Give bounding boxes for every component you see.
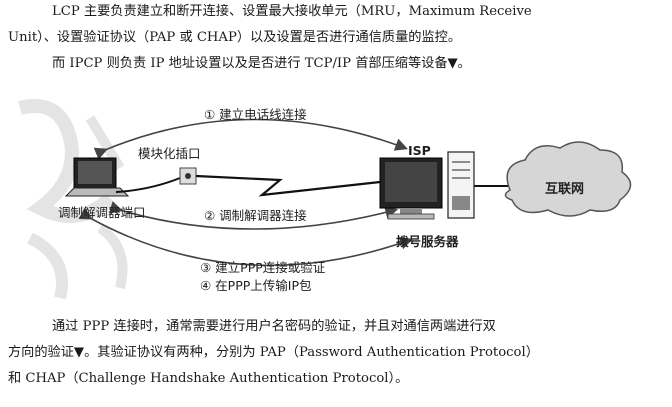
paragraph-lcp-line1: LCP 主要负责建立和断开连接、设置最大接收单元（MRU，Maximum Rec… bbox=[52, 4, 532, 19]
label-step1: ① 建立电话线连接 bbox=[204, 107, 307, 122]
arrow-step3-4 bbox=[78, 207, 414, 267]
label-step3: ③ 建立PPP连接或验证 bbox=[200, 260, 326, 275]
label-internet: 互联网 bbox=[545, 182, 585, 197]
isp-monitor bbox=[379, 157, 443, 220]
label-step4: ④ 在PPP上传输IP包 bbox=[200, 278, 312, 293]
label-step2: ② 调制解调器连接 bbox=[204, 208, 307, 223]
paragraph-auth-line1: 通过 PPP 连接时，通常需要进行用户名密码的验证，并且对通信两端进行双 bbox=[52, 319, 496, 334]
server-icon bbox=[447, 151, 475, 219]
arrow-step1 bbox=[93, 118, 408, 160]
cloud-icon bbox=[504, 141, 632, 217]
paragraph-lcp-line2: Unit）、设置验证协议（PAP 或 CHAP）以及设置是否进行通信质量的监控。 bbox=[8, 30, 462, 45]
label-dialup-server: 拨号服务器 bbox=[396, 234, 459, 249]
cable-laptop-jack bbox=[115, 177, 181, 193]
laptop-icon bbox=[64, 157, 130, 197]
label-isp: ISP bbox=[408, 143, 431, 158]
phone-jack-icon bbox=[179, 167, 197, 185]
paragraph-auth-line2: 方向的验证▼。其验证协议有两种，分别为 PAP（Password Authent… bbox=[8, 345, 539, 360]
label-modem-port: 调制解调器端口 bbox=[58, 205, 146, 220]
label-modular-jack: 模块化插口 bbox=[138, 146, 201, 161]
paragraph-auth-line3: 和 CHAP（Challenge Handshake Authenticatio… bbox=[8, 371, 409, 386]
paragraph-ipcp: 而 IPCP 则负责 IP 地址设置以及是否进行 TCP/IP 首部压缩等设备▼… bbox=[52, 56, 471, 71]
telephone-line bbox=[195, 174, 381, 197]
